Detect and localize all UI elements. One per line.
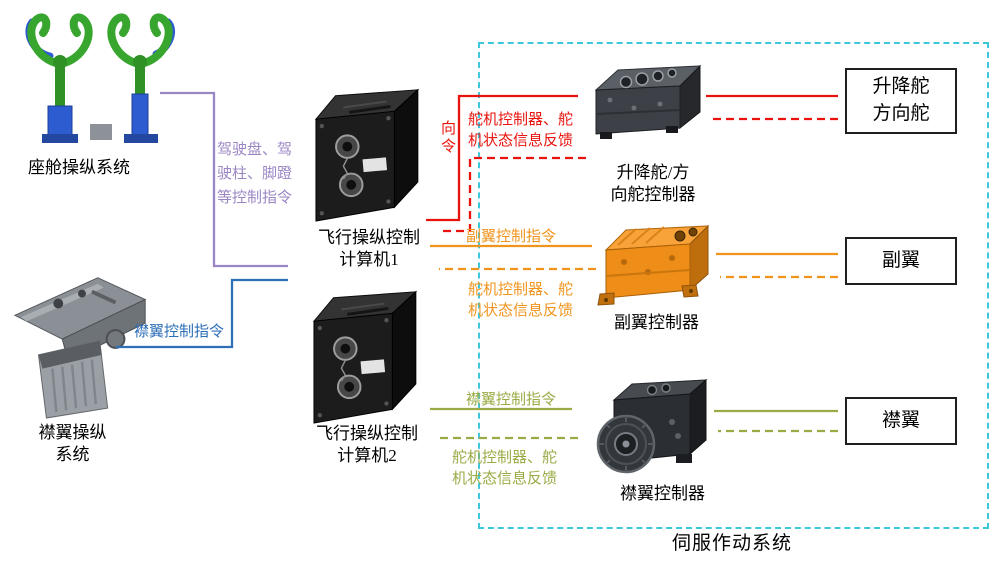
elevator-feedback-line2: 机状态信息反馈: [468, 133, 574, 149]
elevator-rudder-controller-image: [586, 58, 708, 148]
flap-system-label-line1: 襟翼操纵: [38, 423, 107, 442]
flap-input-command-label: 襟翼控制指令: [134, 322, 224, 343]
aileron-controller-label-text: 副翼控制器: [614, 313, 699, 332]
elevator-controller-label: 升降舵/方 向舵控制器: [598, 162, 708, 206]
aileron-feedback-label: 舵机控制器、舵 机状态信息反馈: [468, 280, 590, 322]
aileron-controller-graphic: [597, 224, 710, 306]
fcc1-label: 飞行操纵控制 计算机1: [298, 227, 440, 271]
aileron-command-text: 副翼控制指令: [466, 229, 557, 245]
elevator-rudder-box-line2: 方向舵: [872, 103, 930, 124]
aileron-controller-image: [596, 214, 714, 311]
flap-controller-image: [580, 362, 712, 482]
aileron-box: 副翼: [845, 237, 957, 285]
cockpit-system-label-text: 座舱操纵系统: [28, 158, 130, 177]
elevator-command-text: 向令: [439, 120, 455, 156]
fcc2-graphic: [312, 290, 418, 424]
aileron-box-text: 副翼: [881, 249, 920, 271]
flap-input-command-text: 襟翼控制指令: [134, 324, 225, 340]
flap-box: 襟翼: [845, 397, 957, 445]
cockpit-system-label: 座舱操纵系统: [14, 157, 144, 179]
fcc1-image: [291, 80, 433, 225]
flap-controller-label: 襟翼控制器: [610, 483, 715, 505]
flap-system-label-line2: 系统: [55, 445, 90, 465]
cockpit-yokes-graphic: [25, 13, 175, 143]
elevator-rudder-box-line1: 升降舵: [872, 76, 930, 98]
flap-feedback-line2: 机状态信息反馈: [452, 471, 558, 487]
fcc1-label-line1: 飞行操纵控制: [318, 228, 420, 247]
elevator-controller-label-line1: 升降舵/方: [616, 163, 690, 182]
flap-box-text: 襟翼: [881, 409, 920, 431]
elevator-command-label: 向令: [436, 120, 457, 156]
fcc2-image: [289, 282, 431, 427]
servo-system-label-text: 伺服作动系统: [671, 533, 792, 554]
elevator-feedback-label: 舵机控制器、舵 机状态信息反馈: [468, 110, 590, 152]
aileron-command-label: 副翼控制指令: [466, 227, 556, 248]
servo-system-boundary: [478, 42, 989, 529]
cockpit-command-line1: 驾驶盘、驾: [217, 142, 293, 158]
flap-feedback-label: 舵机控制器、舵 机状态信息反馈: [452, 448, 574, 490]
flap-feedback-line1: 舵机控制器、舵: [452, 450, 558, 466]
cockpit-command-line2: 驶柱、脚蹬: [217, 166, 293, 182]
flap-controller-graphic: [596, 378, 708, 474]
elevator-rudder-box: 升降舵 方向舵: [845, 68, 957, 134]
fcc1-graphic: [314, 88, 420, 222]
cockpit-controls-image: [6, 6, 202, 152]
elevator-rudder-controller-graphic: [594, 64, 702, 139]
flap-command-label: 襟翼控制指令: [466, 390, 556, 411]
fcc2-label-line1: 飞行操纵控制: [316, 424, 418, 443]
aileron-feedback-line2: 机状态信息反馈: [468, 303, 574, 319]
flap-controller-label-text: 襟翼控制器: [620, 484, 705, 503]
fcc1-label-line2: 计算机1: [339, 250, 399, 270]
cockpit-command-label: 驾驶盘、驾 驶柱、脚蹬 等控制指令: [217, 138, 299, 210]
flap-command-text: 襟翼控制指令: [466, 392, 557, 408]
elevator-controller-label-line2: 向舵控制器: [610, 185, 696, 205]
aileron-controller-label: 副翼控制器: [604, 312, 709, 334]
cockpit-command-line3: 等控制指令: [217, 190, 293, 206]
servo-system-label: 伺服作动系统: [662, 532, 802, 557]
fcc2-label: 飞行操纵控制 计算机2: [296, 423, 438, 467]
flap-system-label: 襟翼操纵 系统: [20, 422, 125, 466]
fcc2-label-line2: 计算机2: [337, 446, 397, 466]
aileron-feedback-line1: 舵机控制器、舵: [468, 282, 574, 298]
elevator-feedback-line1: 舵机控制器、舵: [468, 112, 574, 128]
